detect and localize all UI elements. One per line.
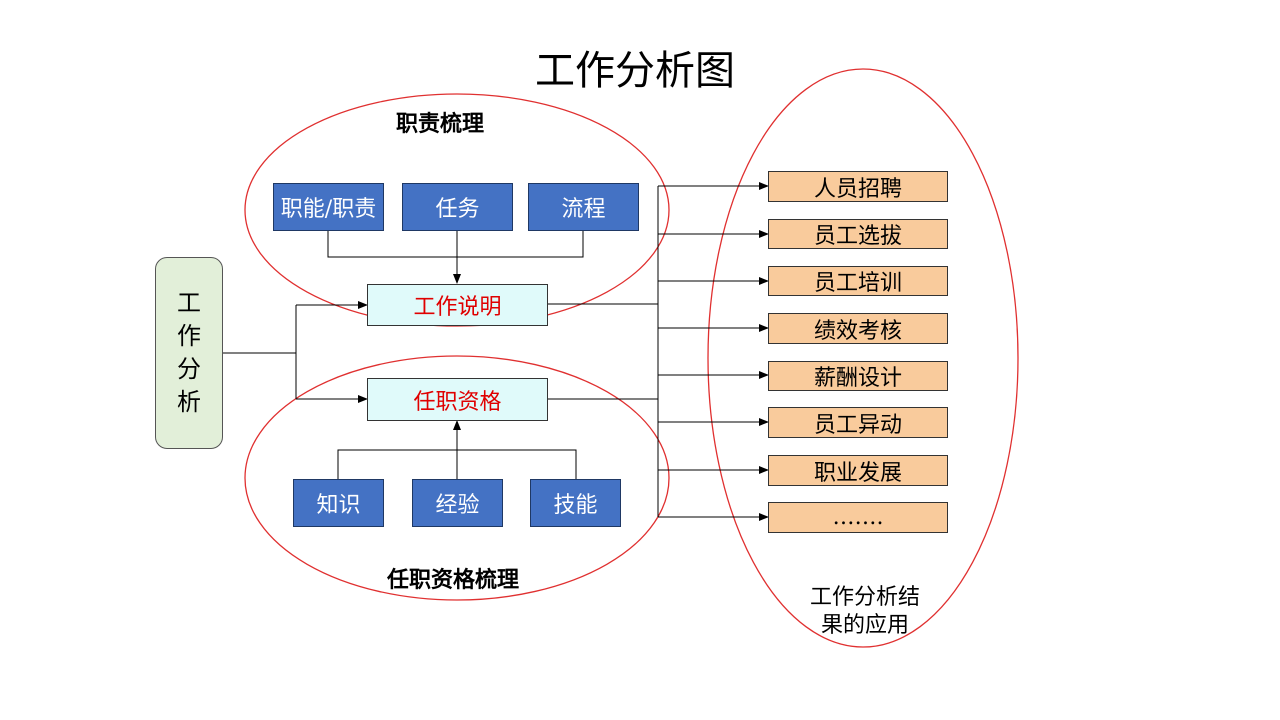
applications-label: 工作分析结 果的应用 [795, 584, 935, 640]
application-item-training: 员工培训 [768, 266, 948, 296]
duty-item-tasks: 任务 [402, 183, 513, 231]
application-item-selection: 员工选拔 [768, 219, 948, 249]
application-item-performance: 绩效考核 [768, 313, 948, 344]
qualification-item-knowledge: 知识 [293, 479, 384, 527]
applications-label-line-1: 工作分析结 [809, 585, 920, 610]
page-title: 工作分析图 [535, 48, 735, 94]
source-char: 析 [177, 388, 201, 416]
application-item-compensation: 薪酬设计 [768, 361, 948, 391]
qualification-ellipse [244, 355, 670, 601]
application-item-transfer: 员工异动 [768, 407, 948, 438]
application-item-recruitment: 人员招聘 [768, 171, 948, 202]
qualification-item-experience: 经验 [412, 479, 503, 527]
duty-item-process: 流程 [528, 183, 639, 231]
source-char: 工 [177, 289, 201, 317]
applications-label-line-2: 果的应用 [820, 613, 909, 638]
job-description-box: 工作说明 [367, 284, 548, 326]
duty-merge-line [327, 231, 584, 258]
duty-item-functions: 职能/职责 [273, 183, 384, 231]
source-char: 分 [177, 355, 201, 383]
application-item-more: ……. [768, 502, 948, 533]
applications-ellipse [707, 68, 1019, 648]
qualification-group-label: 任职资格梳理 [386, 567, 519, 593]
source-char: 作 [177, 322, 201, 350]
job-analysis-source-box: 工 作 分 析 [155, 257, 223, 449]
qualification-item-skills: 技能 [530, 479, 621, 527]
application-item-career: 职业发展 [768, 455, 948, 486]
duty-ellipse [244, 93, 670, 327]
duty-group-label: 职责梳理 [395, 111, 484, 137]
qualification-box: 任职资格 [367, 378, 548, 421]
